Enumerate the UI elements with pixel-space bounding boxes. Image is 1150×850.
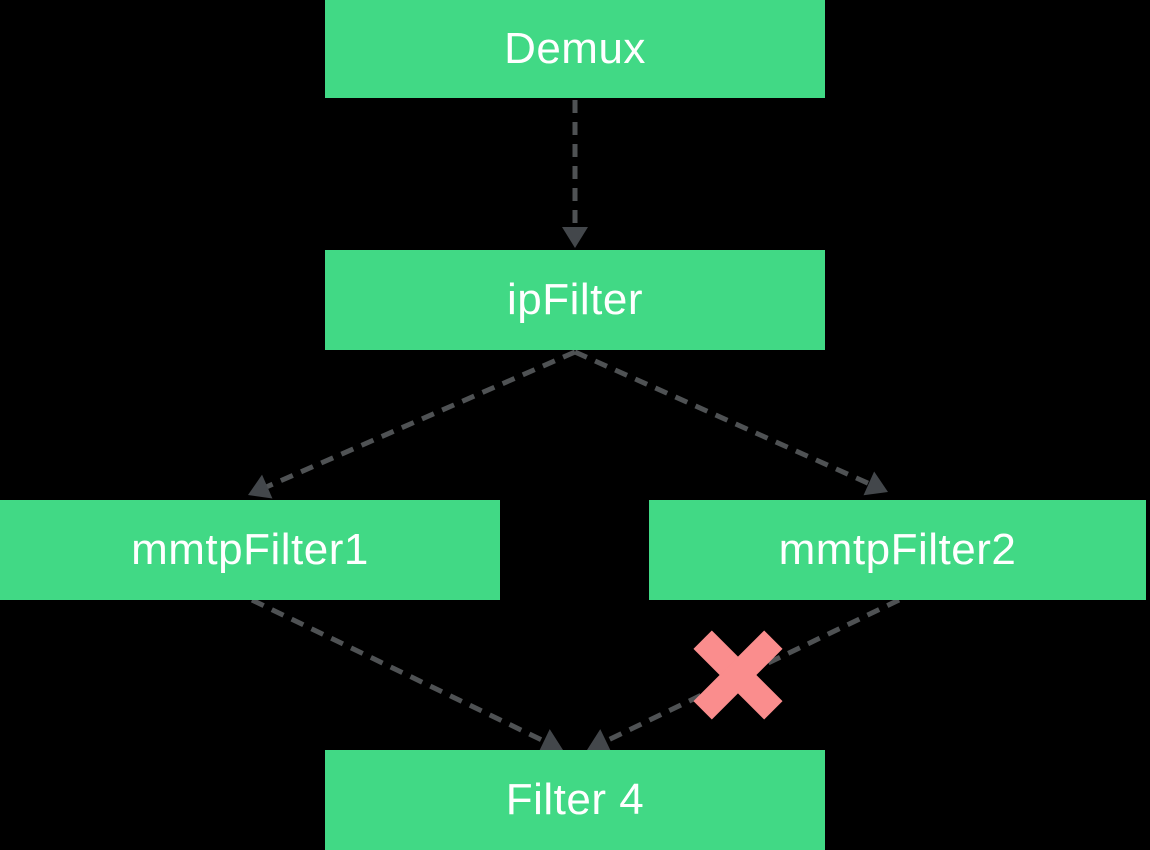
node-filter4-label: Filter 4	[505, 775, 645, 824]
edge-line	[262, 349, 577, 491]
edge-line	[600, 597, 901, 746]
node-demux-label: Demux	[504, 24, 646, 73]
node-mmtpfilter2-label: mmtpFilter2	[778, 525, 1017, 574]
blocked-x-icon	[693, 630, 783, 720]
edge-mmtpfilter2-to-filter4	[587, 597, 901, 753]
edge-demux-to-ipfilter	[562, 100, 588, 248]
edge-ipfilter-to-mmtpfilter2	[573, 349, 888, 496]
node-mmtpfilter1: mmtpFilter1	[0, 500, 500, 600]
x-arm	[693, 630, 783, 720]
node-filter4: Filter 4	[325, 750, 825, 850]
node-demux: Demux	[325, 0, 825, 98]
edge-line	[573, 349, 874, 488]
edge-ipfilter-to-mmtpfilter1	[248, 349, 577, 499]
node-ipfilter: ipFilter	[325, 250, 825, 350]
node-mmtpfilter1-label: mmtpFilter1	[131, 525, 369, 574]
edge-mmtpfilter1-to-filter4	[250, 597, 563, 753]
node-mmtpfilter2: mmtpFilter2	[649, 500, 1146, 600]
edge-line	[250, 597, 550, 746]
node-ipfilter-label: ipFilter	[506, 275, 644, 324]
arrowhead-icon	[562, 227, 588, 248]
x-arm	[693, 630, 783, 720]
